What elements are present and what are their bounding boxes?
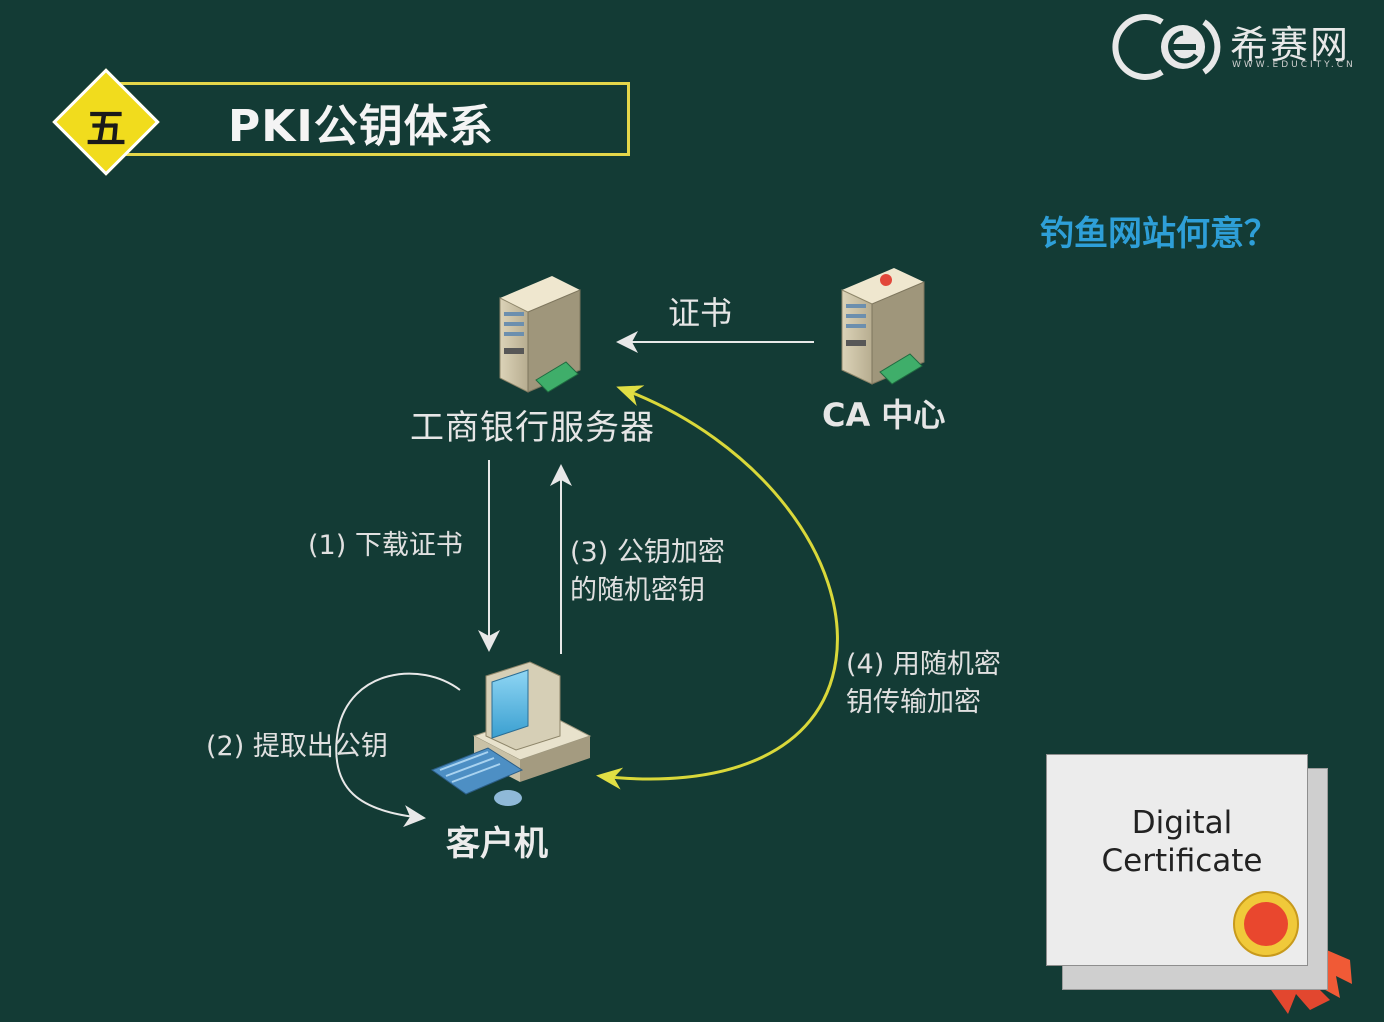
certificate-text: Digital Certificate: [1046, 804, 1318, 880]
logo-subtitle: WWW.EDUCITY.CN: [1232, 60, 1356, 70]
ca-server-icon: [841, 268, 925, 385]
edge-label-step4-line2: 钥传输加密: [846, 687, 981, 718]
logo-name: 希赛网: [1230, 23, 1351, 67]
node-label-client: 客户机: [446, 824, 548, 864]
client-computer-icon: [430, 661, 592, 806]
edge-label-step3-line1: (3) 公钥加密: [570, 537, 725, 568]
node-label-ca: CA 中心: [822, 396, 946, 434]
edge-label-step1: (1) 下载证书: [308, 530, 463, 561]
page-title: PKI公钥体系: [228, 101, 494, 152]
certificate-line2: Certificate: [1101, 843, 1263, 879]
e-circle-logo-icon: [1112, 14, 1221, 80]
node-label-server: 工商银行服务器: [410, 408, 655, 448]
section-number: 五: [86, 106, 126, 152]
edge-label-step4: (4) 用随机密 钥传输加密: [846, 646, 1001, 722]
phishing-question: 钓鱼网站何意？: [1040, 214, 1278, 254]
edge-label-step3-line2: 的随机密钥: [570, 575, 705, 606]
edge-label-step3: (3) 公钥加密 的随机密钥: [570, 534, 725, 610]
edge-label-step2: (2) 提取出公钥: [206, 731, 388, 762]
extract-key-loop-arrow: [335, 672, 461, 828]
edge-label-step4-line1: (4) 用随机密: [846, 649, 1001, 680]
certificate-line1: Digital: [1131, 805, 1233, 841]
bank-server-icon: [499, 276, 581, 393]
encrypted-transfer-arrow: [596, 385, 839, 790]
edge-label-cert: 证书: [668, 294, 733, 332]
